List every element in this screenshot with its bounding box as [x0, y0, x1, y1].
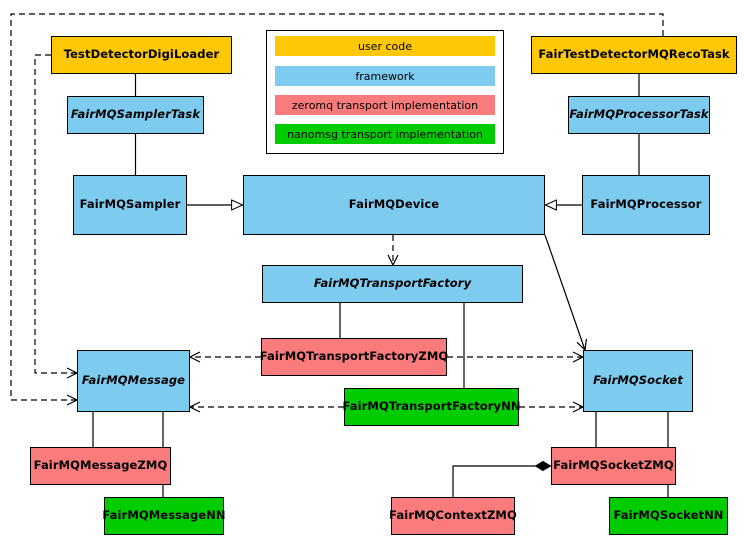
class-node-fairmqdevice[interactable]: FairMQDevice — [243, 175, 545, 235]
class-label-fairmqprocessor: FairMQProcessor — [590, 197, 702, 212]
class-label-fairmqsocketnn: FairMQSocketNN — [613, 508, 724, 523]
class-node-fairmqsocket[interactable]: FairMQSocket — [583, 350, 693, 412]
class-label-fairmqtransportfactoryzmq: FairMQTransportFactoryZMQ — [259, 349, 449, 364]
legend-label-zeromq: zeromq transport implementation — [291, 98, 479, 112]
edge-digiloader-message — [34, 54, 79, 379]
legend-item-zeromq: zeromq transport implementation — [275, 95, 495, 115]
class-label-fairmqtransportfactory: FairMQTransportFactory — [313, 276, 472, 291]
legend-label-user-code: user code — [357, 39, 413, 53]
class-node-fairmqmessage[interactable]: FairMQMessage — [77, 350, 190, 412]
class-label-fairmqmessagezmq: FairMQMessageZMQ — [33, 458, 168, 473]
class-label-fairmqprocessortask: FairMQProcessorTask — [569, 107, 709, 122]
class-node-fairmqsamplertask[interactable]: FairMQSamplerTask — [67, 96, 204, 134]
class-label-fairmqmessagenn: FairMQMessageNN — [102, 508, 226, 523]
edge-recotask-message — [10, 13, 664, 406]
class-node-fairmqmessagenn[interactable]: FairMQMessageNN — [102, 497, 226, 535]
class-node-fairmqtransportfactorynn[interactable]: FairMQTransportFactoryNN — [342, 388, 521, 426]
class-label-fairmqcontextzmq: FairMQContextZMQ — [389, 508, 517, 523]
class-node-testdetectordigiloader[interactable]: TestDetectorDigiLoader — [51, 36, 232, 74]
class-label-fairmqtransportfactorynn: FairMQTransportFactoryNN — [342, 399, 521, 414]
class-label-fairmqmessage: FairMQMessage — [81, 373, 186, 388]
class-label-fairmqsocket: FairMQSocket — [593, 373, 683, 388]
legend-item-nanomsg: nanomsg transport implementation — [275, 124, 495, 144]
class-label-fairtestdetectormqrecotask: FairTestDetectorMQRecoTask — [538, 47, 730, 62]
class-node-fairmqsocketnn[interactable]: FairMQSocketNN — [609, 497, 728, 535]
class-label-fairmqsampler: FairMQSampler — [79, 197, 181, 212]
edge-device-socket — [544, 234, 588, 352]
legend-item-framework: framework — [275, 66, 495, 86]
class-node-fairmqsampler[interactable]: FairMQSampler — [73, 175, 187, 235]
class-node-fairmqprocessor[interactable]: FairMQProcessor — [582, 175, 710, 235]
class-label-testdetectordigiloader: TestDetectorDigiLoader — [63, 47, 220, 62]
class-node-fairmqmessagezmq[interactable]: FairMQMessageZMQ — [30, 447, 171, 485]
legend-item-user-code: user code — [275, 36, 495, 56]
class-node-fairtestdetectormqrecotask[interactable]: FairTestDetectorMQRecoTask — [531, 36, 737, 74]
class-label-fairmqsamplertask: FairMQSamplerTask — [70, 107, 201, 122]
class-label-fairmqdevice: FairMQDevice — [348, 197, 440, 212]
edge-contextzmq-socketzmq — [452, 460, 552, 497]
class-node-fairmqcontextzmq[interactable]: FairMQContextZMQ — [389, 497, 517, 535]
class-label-fairmqsocketzmq: FairMQSocketZMQ — [553, 458, 674, 473]
class-node-fairmqprocessortask[interactable]: FairMQProcessorTask — [568, 96, 710, 134]
legend-label-framework: framework — [355, 69, 415, 83]
class-node-fairmqtransportfactoryzmq[interactable]: FairMQTransportFactoryZMQ — [259, 338, 449, 376]
class-node-fairmqtransportfactory[interactable]: FairMQTransportFactory — [262, 265, 523, 303]
class-node-fairmqsocketzmq[interactable]: FairMQSocketZMQ — [551, 447, 676, 485]
legend-label-nanomsg: nanomsg transport implementation — [287, 127, 483, 141]
